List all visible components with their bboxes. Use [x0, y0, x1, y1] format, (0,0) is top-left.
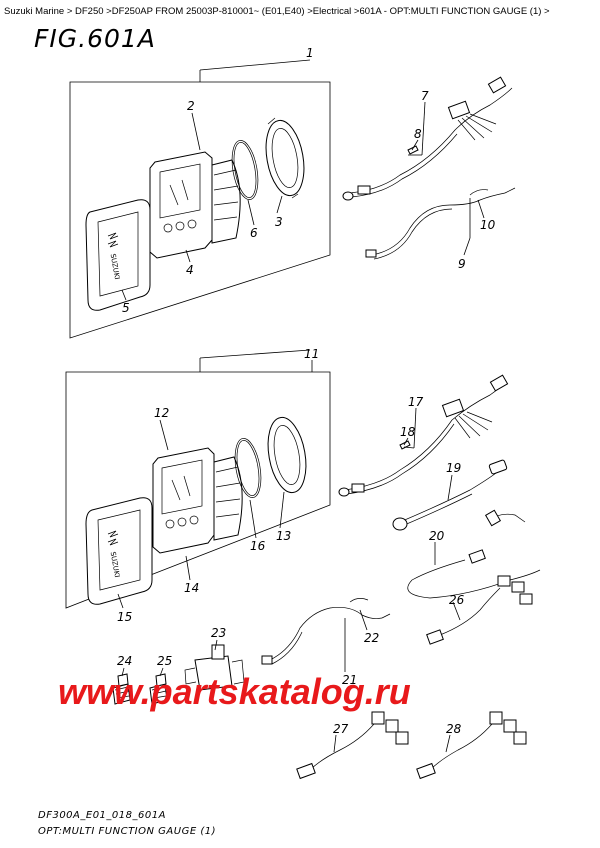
callout-2: 2	[187, 99, 195, 113]
callout-20: 20	[429, 529, 445, 543]
callout-5: 5	[122, 301, 130, 315]
group11-frame	[65, 371, 331, 609]
fitting-25[interactable]	[149, 673, 168, 705]
o-ring-16[interactable]	[231, 436, 265, 499]
breadcrumb[interactable]: Suzuki Marine > DF250 >DF250AP FROM 2500…	[4, 6, 550, 17]
callout-8: 8	[414, 127, 422, 141]
callout-19: 19	[446, 461, 461, 475]
gauge-cover[interactable]: SUZUKI	[85, 199, 151, 311]
clip-8[interactable]	[407, 145, 419, 155]
callout-4: 4	[186, 263, 194, 277]
cable-19[interactable]	[392, 459, 508, 531]
wire-harness-17[interactable]	[338, 374, 509, 497]
figure-code: DF300A_E01_018_601A	[38, 810, 166, 821]
callout-13: 13	[276, 529, 291, 543]
callout-6: 6	[250, 226, 258, 240]
callout-3: 3	[275, 215, 283, 229]
figure-caption: OPT:MULTI FUNCTION GAUGE (1)	[38, 826, 216, 837]
callout-15: 15	[117, 610, 132, 624]
adapter-27[interactable]	[296, 711, 409, 780]
callout-28: 28	[446, 722, 462, 736]
gauge-body-14[interactable]	[152, 447, 243, 554]
callout-25: 25	[157, 654, 172, 668]
fitting-24[interactable]	[112, 673, 131, 705]
callout-16: 16	[250, 539, 266, 553]
callout-14: 14	[184, 581, 199, 595]
o-ring[interactable]	[228, 138, 262, 201]
watermark: www.partskatalog.ru	[58, 671, 411, 712]
group1-frame	[69, 81, 331, 339]
callout-9: 9	[458, 257, 466, 271]
wire-harness-21[interactable]	[261, 598, 391, 665]
callout-23: 23	[211, 626, 226, 640]
callout-7: 7	[421, 89, 429, 103]
callout-26: 26	[449, 593, 465, 607]
mounting-nut[interactable]	[261, 117, 310, 199]
callout-12: 12	[154, 406, 169, 420]
callout-numbers: 1 2 3 4 5 6 7 8 9 10 11 12 13 14 15 16 1…	[117, 46, 496, 736]
mounting-nut-13[interactable]	[263, 414, 312, 495]
callout-1: 1	[306, 46, 314, 60]
callout-21: 21	[342, 673, 357, 687]
wire-harness-9[interactable]	[365, 187, 516, 260]
callout-18: 18	[400, 425, 416, 439]
callout-10: 10	[480, 218, 496, 232]
adapter-28[interactable]	[416, 711, 527, 780]
figure-title: FIG.601A	[34, 24, 156, 53]
gauge-cover-15[interactable]: SUZUKI	[85, 497, 153, 605]
cable-20[interactable]	[407, 509, 541, 599]
callout-24: 24	[117, 654, 132, 668]
callout-22: 22	[364, 631, 379, 645]
leader-lines	[117, 101, 485, 753]
adapter-26[interactable]	[426, 575, 533, 645]
gauge-body[interactable]	[149, 151, 241, 259]
wire-harness-7[interactable]	[342, 76, 513, 201]
callout-17: 17	[408, 395, 424, 409]
callout-11: 11	[304, 347, 319, 361]
callout-27: 27	[333, 722, 349, 736]
